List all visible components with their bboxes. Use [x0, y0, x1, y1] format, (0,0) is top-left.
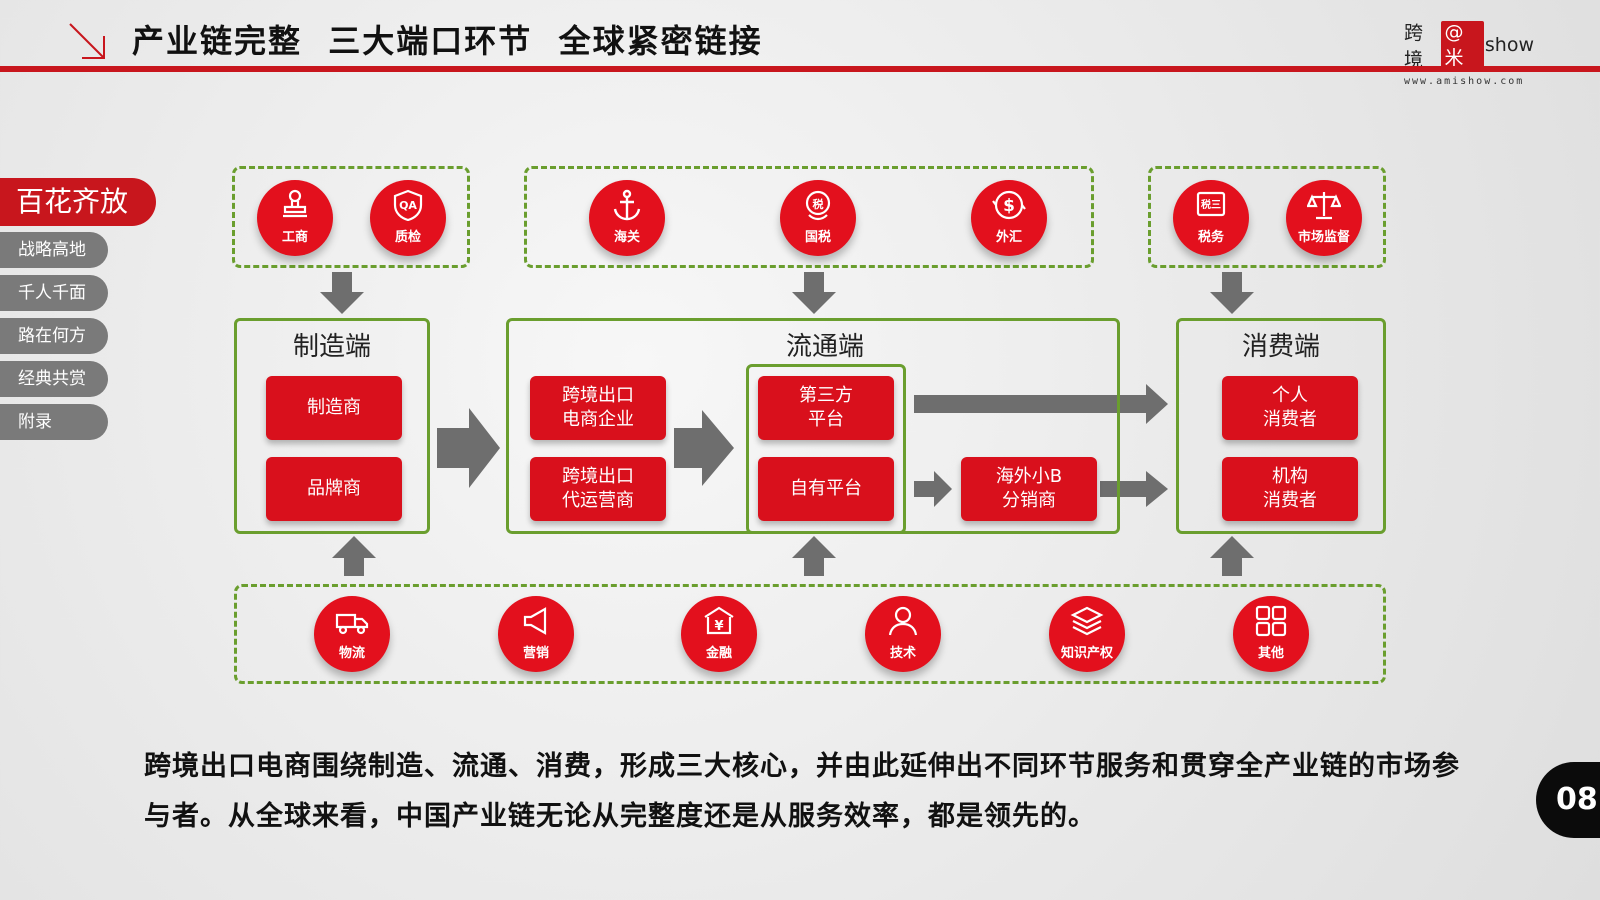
up-arrow-left — [332, 536, 376, 576]
service-label: 物流 — [338, 646, 365, 661]
service-qita[interactable]: 其他 — [1233, 596, 1309, 672]
tax-document-icon: 税三 — [1196, 191, 1226, 217]
service-label: 税务 — [1197, 230, 1224, 245]
service-gongshang[interactable]: 工商 — [257, 180, 333, 256]
person-tech-icon — [888, 606, 918, 636]
svg-text:税: 税 — [813, 197, 824, 211]
service-haiguan[interactable]: 海关 — [589, 180, 665, 256]
svg-text:税三: 税三 — [1201, 198, 1221, 211]
grid-icon — [1255, 605, 1287, 637]
header-divider — [0, 66, 1600, 72]
nav-item-active[interactable]: 百花齐放 — [0, 178, 156, 226]
stamp-icon — [283, 189, 307, 218]
circulation-title: 流通端 — [785, 332, 864, 362]
service-label: 市场监督 — [1297, 230, 1350, 245]
logo-at: @米 — [1441, 20, 1484, 70]
logo-url: www.amishow.com — [1404, 76, 1525, 87]
service-label: 海关 — [613, 230, 640, 245]
own-platform-node[interactable]: 自有平台 — [758, 457, 894, 521]
service-guoshui[interactable]: 税 国税 — [780, 180, 856, 256]
scales-icon — [1307, 192, 1341, 220]
arrow-mark-icon — [69, 23, 105, 59]
layers-icon — [1070, 606, 1104, 636]
svg-text:$: $ — [1003, 196, 1015, 216]
page-title: 产业链完整 三大端口环节 全球紧密链接 — [132, 22, 763, 60]
top-services-right-frame — [1148, 166, 1386, 268]
service-label: 工商 — [281, 230, 308, 245]
qa-shield-icon: QA — [393, 189, 423, 221]
svg-text:QA: QA — [399, 199, 417, 212]
service-label: 金融 — [705, 646, 732, 661]
service-label: 国税 — [804, 230, 831, 245]
third-party-platform-node[interactable]: 第三方 平台 — [758, 376, 894, 440]
summary-text: 跨境出口电商围绕制造、流通、消费，形成三大核心，并由此延伸出不同环节服务和贯穿全… — [144, 751, 1460, 832]
consumption-frame — [1176, 318, 1386, 534]
nav-item-1[interactable]: 战略高地 — [0, 232, 108, 268]
dollar-exchange-icon: $ — [992, 190, 1026, 220]
service-zhijian[interactable]: QA 质检 — [370, 180, 446, 256]
service-label: 技术 — [889, 646, 916, 661]
service-zhishichanquan[interactable]: 知识产权 — [1049, 596, 1125, 672]
up-arrow-middle — [792, 536, 836, 576]
service-label: 知识产权 — [1060, 646, 1113, 661]
bottom-services-frame — [234, 584, 1386, 684]
nav-item-3[interactable]: 路在何方 — [0, 318, 108, 354]
logo-text-left: 跨境 — [1404, 22, 1424, 71]
service-label: 质检 — [394, 230, 421, 245]
service-jishu[interactable]: 技术 — [865, 596, 941, 672]
bank-yuan-icon: ¥ — [704, 606, 734, 635]
nav-item-2[interactable]: 千人千面 — [0, 275, 108, 311]
service-label: 其他 — [1257, 646, 1284, 661]
individual-consumer-node[interactable]: 个人 消费者 — [1222, 376, 1358, 440]
service-waihui[interactable]: $ 外汇 — [971, 180, 1047, 256]
service-label: 营销 — [522, 646, 549, 661]
tax-icon: 税 — [805, 190, 831, 221]
export-operator-node[interactable]: 跨境出口 代运营商 — [530, 457, 666, 521]
service-shuiwu[interactable]: 税三 税务 — [1173, 180, 1249, 256]
down-arrow-middle — [792, 272, 836, 314]
anchor-icon — [613, 189, 641, 221]
down-arrow-left — [320, 272, 364, 314]
top-services-middle-frame — [524, 166, 1094, 268]
service-label: 外汇 — [995, 230, 1022, 245]
institutional-consumer-node[interactable]: 机构 消费者 — [1222, 457, 1358, 521]
down-arrow-right — [1210, 272, 1254, 314]
nav-item-4[interactable]: 经典共赏 — [0, 361, 108, 397]
service-shichangjiandu[interactable]: 市场监督 — [1286, 180, 1362, 256]
manufacturing-title: 制造端 — [292, 332, 371, 362]
overseas-distributor-node[interactable]: 海外小B 分销商 — [961, 457, 1097, 521]
manufacturer-node[interactable]: 制造商 — [266, 376, 402, 440]
service-wuliu[interactable]: 物流 — [314, 596, 390, 672]
platform-frame — [746, 364, 906, 534]
page-number: 08 — [1536, 762, 1600, 838]
export-ecommerce-node[interactable]: 跨境出口 电商企业 — [530, 376, 666, 440]
consumption-title: 消费端 — [1241, 332, 1320, 362]
truck-icon — [335, 613, 369, 635]
svg-text:¥: ¥ — [714, 619, 723, 634]
megaphone-icon — [523, 607, 547, 635]
up-arrow-right — [1210, 536, 1254, 576]
top-services-left-frame — [232, 166, 470, 268]
nav-item-5[interactable]: 附录 — [0, 404, 108, 440]
service-yingxiao[interactable]: 营销 — [498, 596, 574, 672]
brand-owner-node[interactable]: 品牌商 — [266, 457, 402, 521]
right-arrow-big — [437, 408, 500, 488]
manufacturing-frame — [234, 318, 430, 534]
service-jinrong[interactable]: ¥ 金融 — [681, 596, 757, 672]
logo-text-right: show — [1484, 34, 1534, 56]
